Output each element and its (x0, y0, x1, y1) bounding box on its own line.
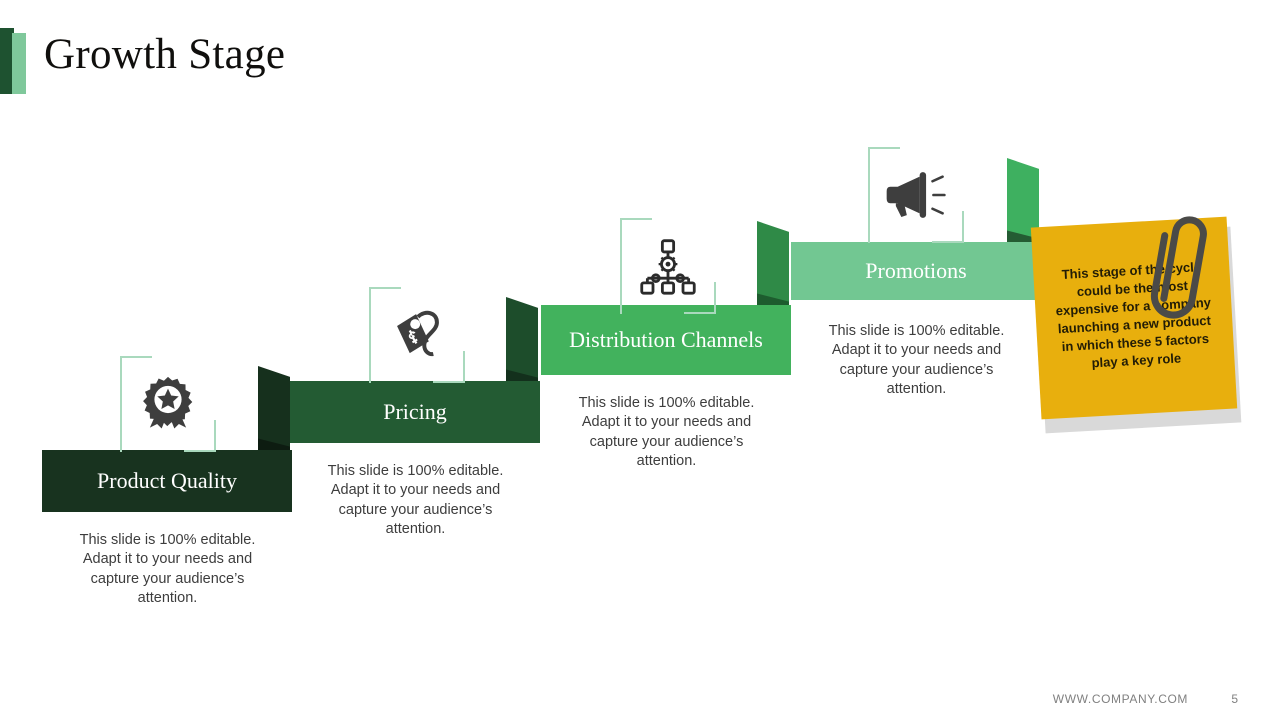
sticky-note-text: This stage of the cycle could be the mos… (1055, 259, 1212, 371)
step-band-distribution-channels: Distribution Channels (541, 305, 791, 375)
title-accent-bar-dark (0, 28, 14, 94)
step-band-pricing: Pricing (290, 381, 540, 443)
step-description-promotions: This slide is 100% editable. Adapt it to… (828, 323, 1005, 397)
paperclip-icon (1150, 216, 1207, 319)
sticky-note[interactable]: This stage of the cycle could be the mos… (1030, 216, 1242, 434)
step-description-product-quality: This slide is 100% editable. Adapt it to… (79, 532, 256, 606)
step-flap-pricing (506, 297, 538, 381)
megaphone-icon (886, 172, 946, 218)
icon-frame-promotions (868, 147, 964, 243)
step-description-pricing: This slide is 100% editable. Adapt it to… (327, 463, 504, 537)
step-flap-product-quality (258, 366, 290, 450)
page-title: Growth Stage (44, 31, 286, 78)
step-title-promotions: Promotions (865, 258, 967, 284)
icon-frame-distribution-channels (620, 218, 716, 314)
step-title-product-quality: Product Quality (97, 468, 237, 494)
step-band-promotions: Promotions (791, 242, 1041, 300)
step-title-distribution-channels: Distribution Channels (569, 327, 763, 353)
step-description-distribution-channels: This slide is 100% editable. Adapt it to… (578, 395, 755, 469)
award-badge-icon (143, 376, 193, 429)
price-tag-icon (397, 310, 439, 357)
step-title-pricing: Pricing (383, 399, 447, 425)
footer-page-number: 5 (1231, 692, 1238, 706)
step-band-product-quality: Product Quality (42, 450, 292, 512)
icon-frame-product-quality (120, 356, 216, 452)
distribution-network-icon (640, 239, 696, 295)
icon-frame-pricing (369, 287, 465, 383)
title-accent-bar-light (12, 33, 26, 94)
step-flap-distribution-channels (757, 221, 789, 305)
footer-website: WWW.COMPANY.COM (1052, 692, 1188, 706)
